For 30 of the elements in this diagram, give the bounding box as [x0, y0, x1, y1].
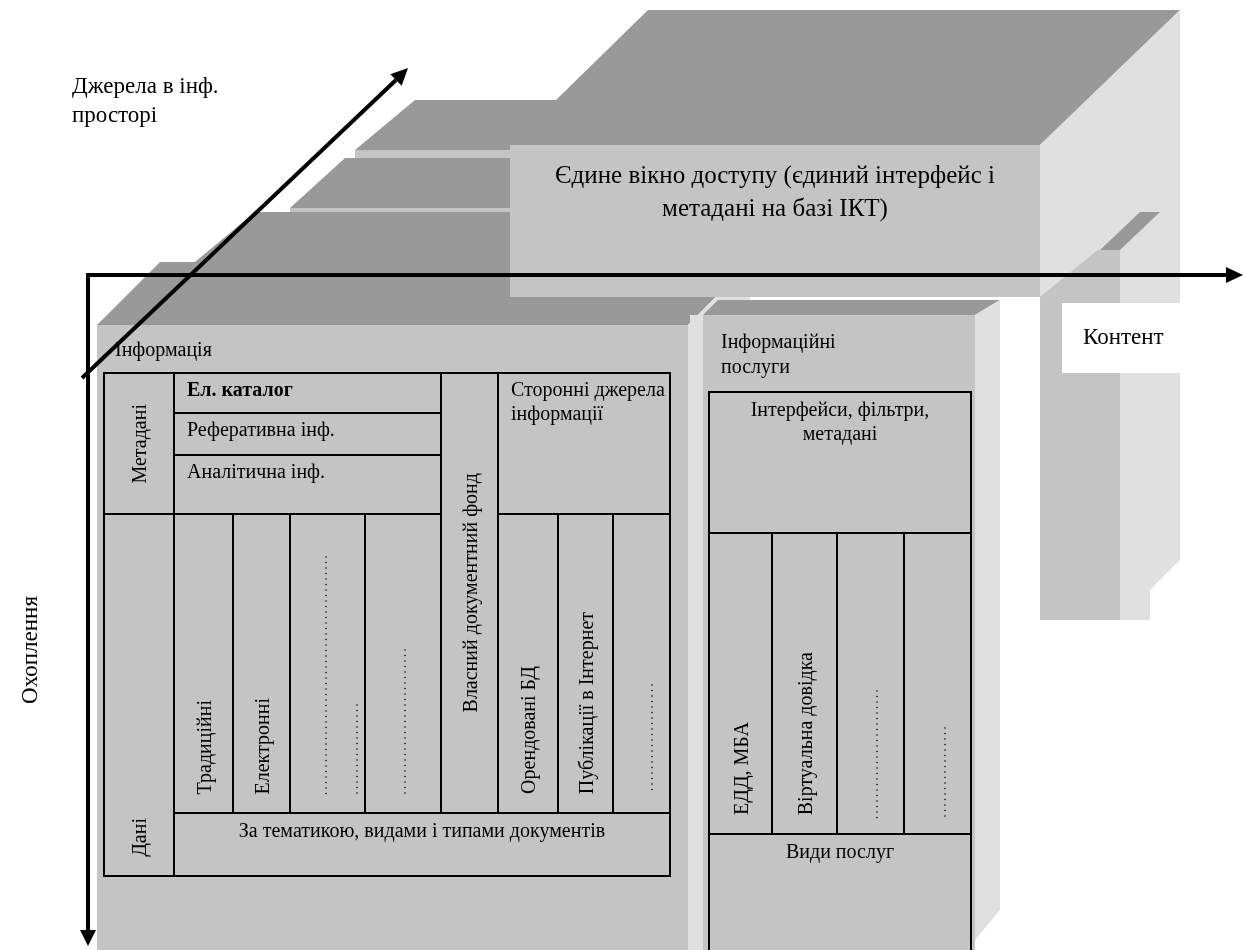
cube-front-face [97, 325, 688, 950]
table-cell [103, 513, 175, 877]
cell-text: Традиційні [191, 699, 216, 794]
cell-text: Віртуальна довідка [792, 651, 817, 815]
cell-text: Ел. каталог [187, 377, 294, 401]
cube-front-face [703, 315, 975, 950]
table-cell [708, 833, 972, 950]
cell-text: За тематикою, видами і типами документів [238, 818, 606, 842]
panel-title: Єдине вікно доступу (єдиний інтерфейс і метадані на базі ІКТ) [554, 160, 996, 224]
access-panel [510, 145, 1040, 297]
cell-text: Інтерфейси, фільтри, метадані [749, 397, 931, 445]
axis-label: Охоплення [15, 596, 43, 704]
cell-text: Метадані [127, 403, 151, 484]
cell-text: Публікації в Інтернет [573, 611, 598, 794]
cell-text: Власний документний фонд [457, 473, 482, 713]
cell-text: Дані [127, 818, 151, 857]
cell-text: ЕДД, МБА [728, 722, 753, 815]
table-cell [173, 812, 671, 877]
cell-text: Орендовані БД [516, 666, 540, 794]
panel-title: Інформаційні послуги [721, 329, 837, 379]
axis-label: Джерела в інф. просторі [72, 72, 220, 129]
cell-text: Види послуг [785, 839, 895, 863]
table-cell [708, 391, 972, 534]
cell-text: Реферативна інф. [187, 417, 336, 441]
panel-title: Інформація [115, 337, 213, 362]
table-cell [103, 372, 175, 515]
cell-text: Аналітична інф. [187, 459, 327, 483]
cell-text: Сторонні джерела інформації [511, 377, 665, 425]
cell-text: Електронні [249, 697, 274, 794]
table-cell [497, 372, 671, 515]
